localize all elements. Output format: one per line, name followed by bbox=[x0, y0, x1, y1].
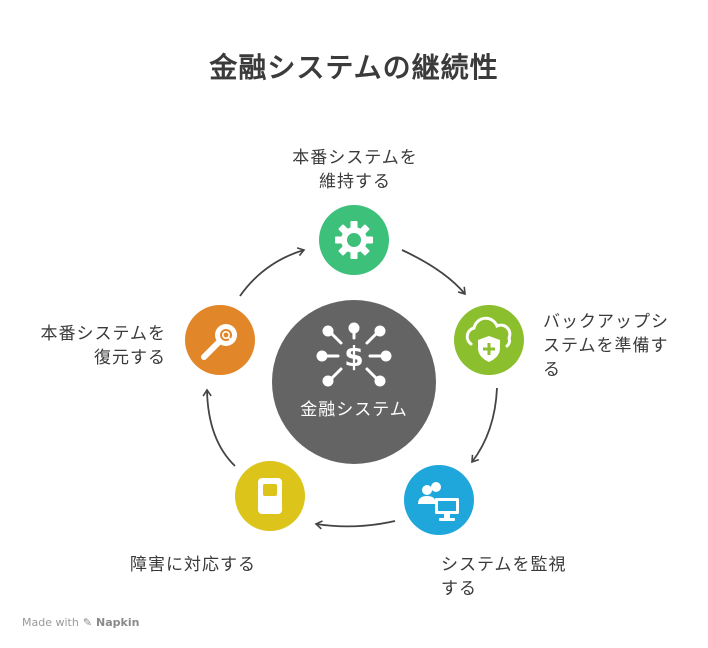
footer: Made with ✎ Napkin bbox=[22, 616, 139, 629]
cloud-shield-icon bbox=[465, 316, 512, 362]
node-restore-label: 本番システムを復元する bbox=[40, 324, 166, 368]
arrow-restore-to-maintain bbox=[239, 247, 306, 297]
arrow-monitor-to-incident bbox=[314, 520, 396, 530]
node-monitor-label: システムを監視する bbox=[441, 555, 567, 599]
svg-text:$: $ bbox=[344, 340, 363, 373]
node-incident-label: 障害に対応する bbox=[130, 555, 256, 575]
footer-brand: Napkin bbox=[96, 616, 140, 629]
center-circle bbox=[272, 300, 436, 464]
node-maintain-label: 本番システムを維持する bbox=[292, 148, 418, 192]
mobile-device-icon bbox=[258, 478, 282, 514]
arrow-incident-to-restore bbox=[202, 388, 236, 467]
center-label: 金融システム bbox=[300, 400, 408, 420]
footer-made-with: Made with bbox=[22, 616, 79, 629]
arrow-backup-to-monitor bbox=[471, 387, 498, 464]
dollar-network-icon: $ bbox=[316, 322, 392, 387]
wrench-search-icon bbox=[201, 324, 247, 360]
napkin-logo-icon: ✎ bbox=[82, 616, 93, 629]
node-backup-label: バックアップシステムを準備する bbox=[543, 312, 669, 380]
gear-icon bbox=[335, 221, 373, 259]
monitor-users-icon bbox=[418, 482, 459, 521]
arrow-maintain-to-backup bbox=[401, 249, 466, 296]
page-title: 金融システムの継続性 bbox=[209, 51, 499, 84]
